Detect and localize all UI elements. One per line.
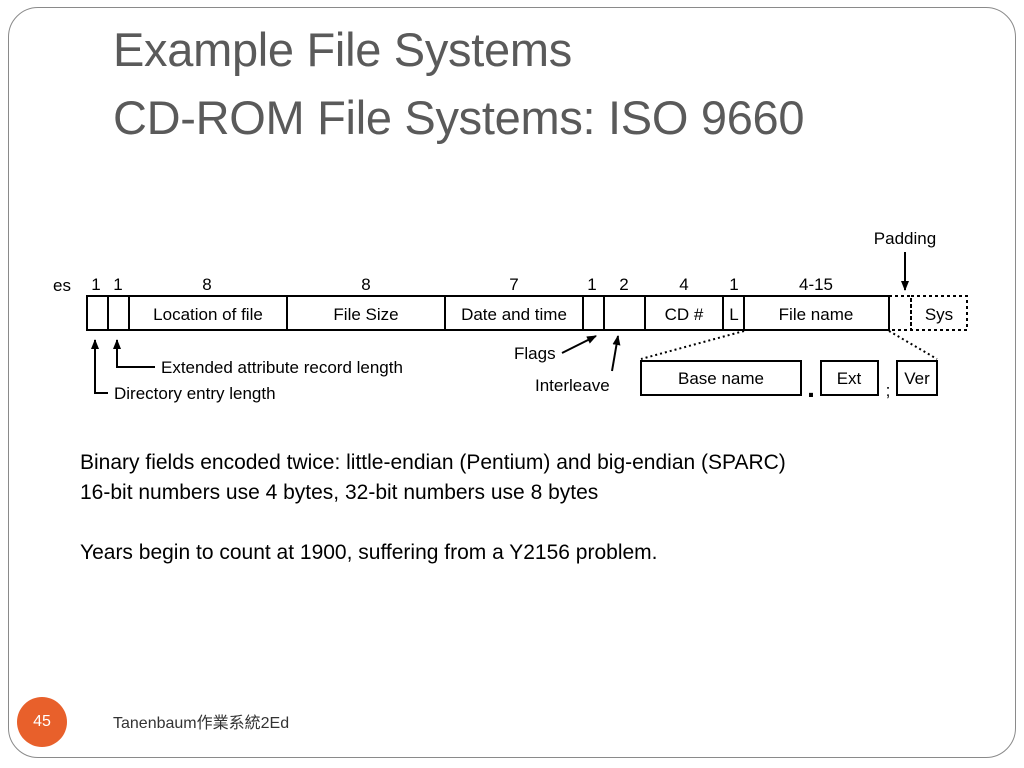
ext-attr-label: Extended attribute record length [161, 358, 403, 377]
field-size-flags: 1 [587, 275, 596, 294]
field-size-interleave: 2 [619, 275, 628, 294]
field-ext-attr-box [107, 295, 130, 331]
field-label-location: Location of file [153, 305, 263, 324]
field-size-dir-length: 1 [91, 275, 100, 294]
interleave-arrow [611, 335, 621, 372]
field-size-ext-attr: 1 [113, 275, 122, 294]
dir-entry-length-label: Directory entry length [114, 384, 276, 403]
field-cd-number-box [644, 295, 724, 331]
field-label-file-name: File name [779, 305, 854, 324]
padding-label: Padding [874, 229, 936, 248]
field-file-name-box [743, 295, 890, 331]
ext-box [820, 360, 879, 396]
filename-dot: . [807, 372, 815, 403]
page-number-badge: 45 [17, 697, 67, 747]
field-label-cd-number: CD # [665, 305, 704, 324]
body-line-years: Years begin to count at 1900, suffering … [80, 541, 658, 564]
field-size-cd-number: 4 [679, 275, 688, 294]
field-label-file-size: File Size [333, 305, 398, 324]
base-name-label: Base name [678, 369, 764, 388]
field-label-sys: Sys [925, 305, 953, 324]
field-size-date-time: 7 [509, 275, 518, 294]
slide-subtitle: CD-ROM File Systems: ISO 9660 [113, 91, 805, 144]
field-date-time-box [444, 295, 584, 331]
field-size-location: 8 [202, 275, 211, 294]
footer-text: Tanenbaum作業系統2Ed [113, 715, 290, 732]
field-size-file-name: 4-15 [799, 275, 833, 294]
interleave-label: Interleave [535, 376, 610, 395]
field-size-l: 1 [729, 275, 738, 294]
filename-breakdown [640, 360, 938, 396]
field-dir-length-box [86, 295, 109, 331]
system-use-box [910, 295, 968, 331]
field-location-box [128, 295, 288, 331]
ext-label: Ext [837, 369, 862, 388]
padding-box [888, 295, 912, 331]
bytes-row-label: es [53, 276, 71, 295]
expansion-line-right [888, 330, 938, 360]
field-label-l: L [729, 305, 738, 324]
filename-semicolon: ; [886, 381, 891, 400]
field-flags-box [582, 295, 605, 331]
padding-and-system-fields [888, 295, 968, 331]
field-interleave-box [603, 295, 646, 331]
base-name-box [640, 360, 802, 396]
expansion-line-left [640, 330, 745, 360]
field-file-size-box [286, 295, 446, 331]
flags-label: Flags [514, 344, 556, 363]
slide-title: Example File Systems [113, 23, 572, 76]
ver-label: Ver [904, 369, 930, 388]
body-line-bytes: 16-bit numbers use 4 bytes, 32-bit numbe… [80, 481, 599, 504]
ver-box [896, 360, 938, 396]
field-size-file-size: 8 [361, 275, 370, 294]
field-label-date-time: Date and time [461, 305, 567, 324]
body-line-encoding: Binary fields encoded twice: little-endi… [80, 451, 786, 474]
record-row [86, 295, 890, 331]
flags-arrow [561, 335, 597, 354]
